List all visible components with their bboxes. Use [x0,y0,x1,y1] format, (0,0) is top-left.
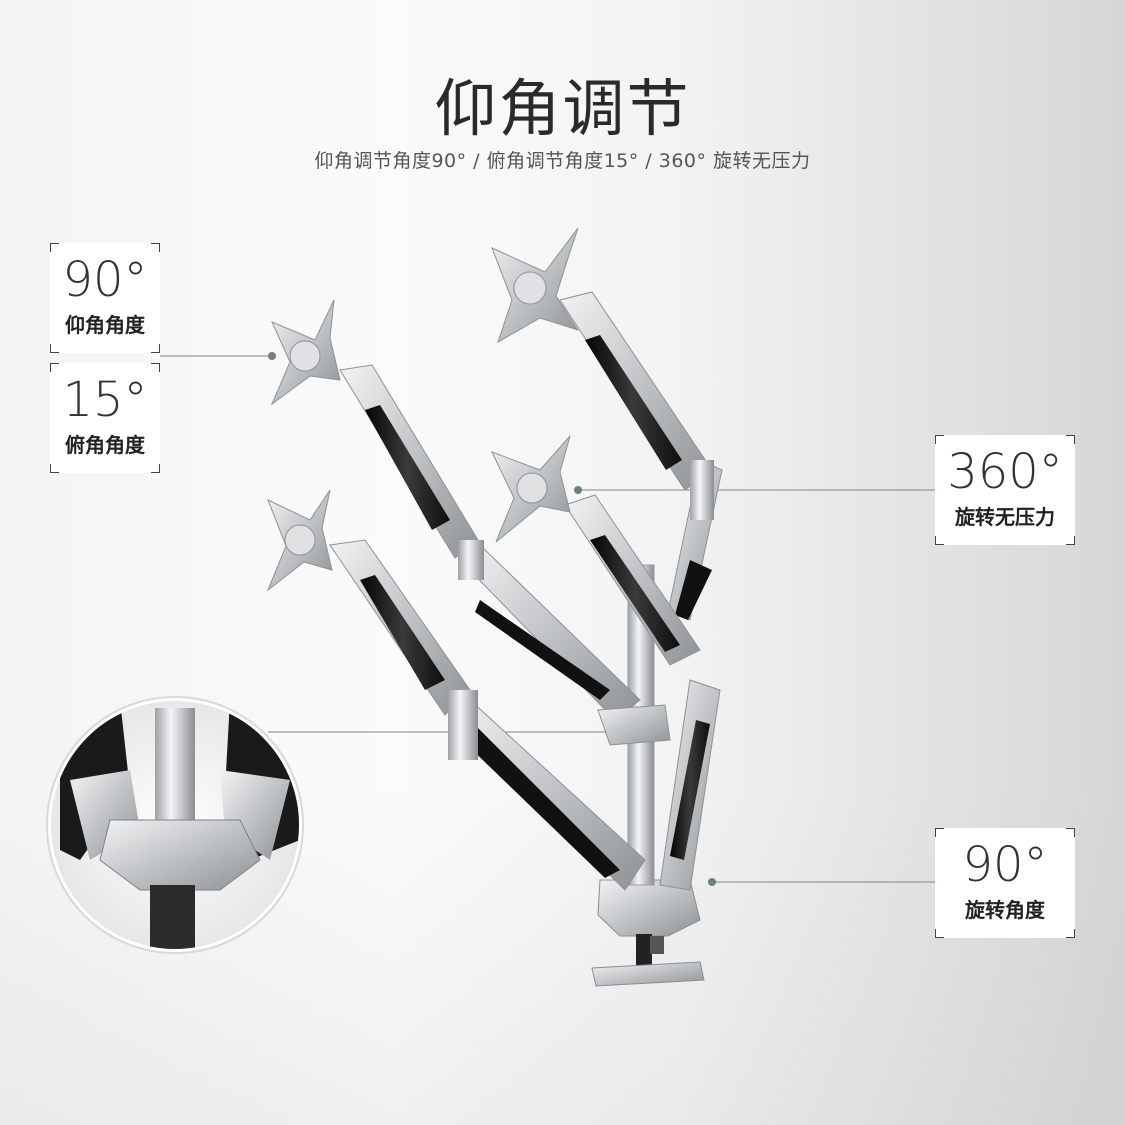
vesa-plate-lower-left [266,489,333,592]
rotate-badge: 90° 旋转角度 [935,828,1075,938]
swivel-label: 旋转无压力 [955,505,1055,529]
arm-upper-right [559,291,714,520]
rotate-label: 旋转角度 [965,898,1045,922]
arm-middle-left [339,364,641,721]
detail-zoom-circle [46,696,304,954]
desk-clamp [591,879,705,987]
arm-lower-right [659,459,723,891]
tilt-up-badge: 90° 仰角角度 [50,243,160,353]
swivel-value: 360° [947,444,1063,500]
tilt-down-badge: 15° 俯角角度 [50,363,160,473]
page-subtitle: 仰角调节角度90° / 俯角调节角度15° / 360° 旋转无压力 [314,150,811,172]
vesa-plate-middle [491,435,571,543]
arm-middle-right [564,494,701,746]
rotate-value: 90° [962,837,1048,893]
vesa-plate-top-left [270,299,341,406]
tilt-up-label: 仰角角度 [65,313,145,337]
vesa-plate-top-right [491,227,580,344]
swivel-badge: 360° 旋转无压力 [935,435,1075,545]
tilt-down-value: 15° [62,372,148,428]
tilt-down-label: 俯角角度 [65,433,145,457]
page-title: 仰角调节 [434,72,691,145]
tilt-up-value: 90° [62,252,148,308]
arm-lower-left [329,539,646,891]
